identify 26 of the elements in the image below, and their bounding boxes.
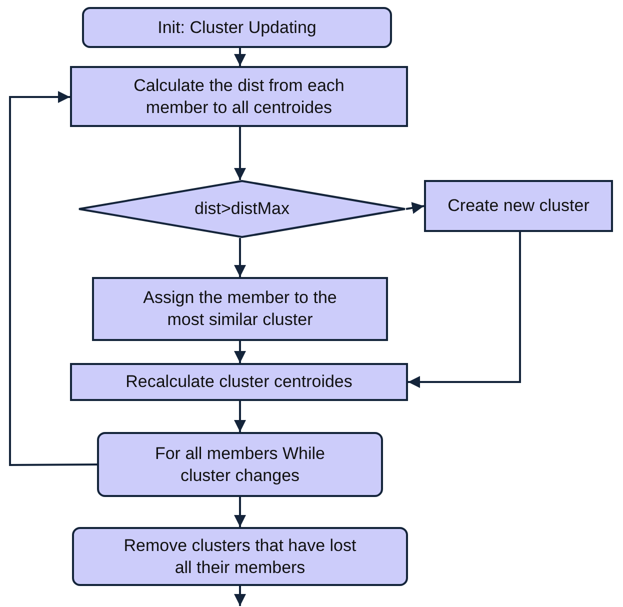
arrow: [9, 91, 97, 466]
process-box: [70, 66, 408, 127]
arrow: [234, 127, 246, 180]
arrow: [234, 586, 246, 606]
process-box: [70, 363, 408, 401]
process-box: [97, 432, 383, 497]
process-box: [82, 7, 392, 48]
step-text: dist>distMax: [194, 198, 290, 220]
process-box: [424, 180, 613, 232]
arrow: [234, 341, 246, 363]
arrow: [408, 232, 521, 388]
step-text: Remove clusters that have lost all their members: [122, 534, 358, 578]
arrow: [234, 401, 246, 432]
decision-diamond: [78, 180, 406, 238]
arrow: [406, 202, 424, 214]
arrow: [234, 497, 246, 527]
step-text: Create new cluster: [448, 195, 590, 217]
process-box: [72, 527, 408, 586]
step-text: For all members While cluster changes: [154, 442, 326, 486]
arrow: [234, 238, 246, 277]
step-text: Recalculate cluster centroides: [126, 371, 352, 393]
step-text: Calculate the dist from each member to all centroides: [132, 74, 346, 118]
arrow: [234, 48, 246, 66]
step-text: Init: Cluster Updating: [158, 16, 316, 38]
step-text: Assign the member to the most similar cluster: [142, 287, 338, 331]
process-box: [92, 277, 388, 341]
